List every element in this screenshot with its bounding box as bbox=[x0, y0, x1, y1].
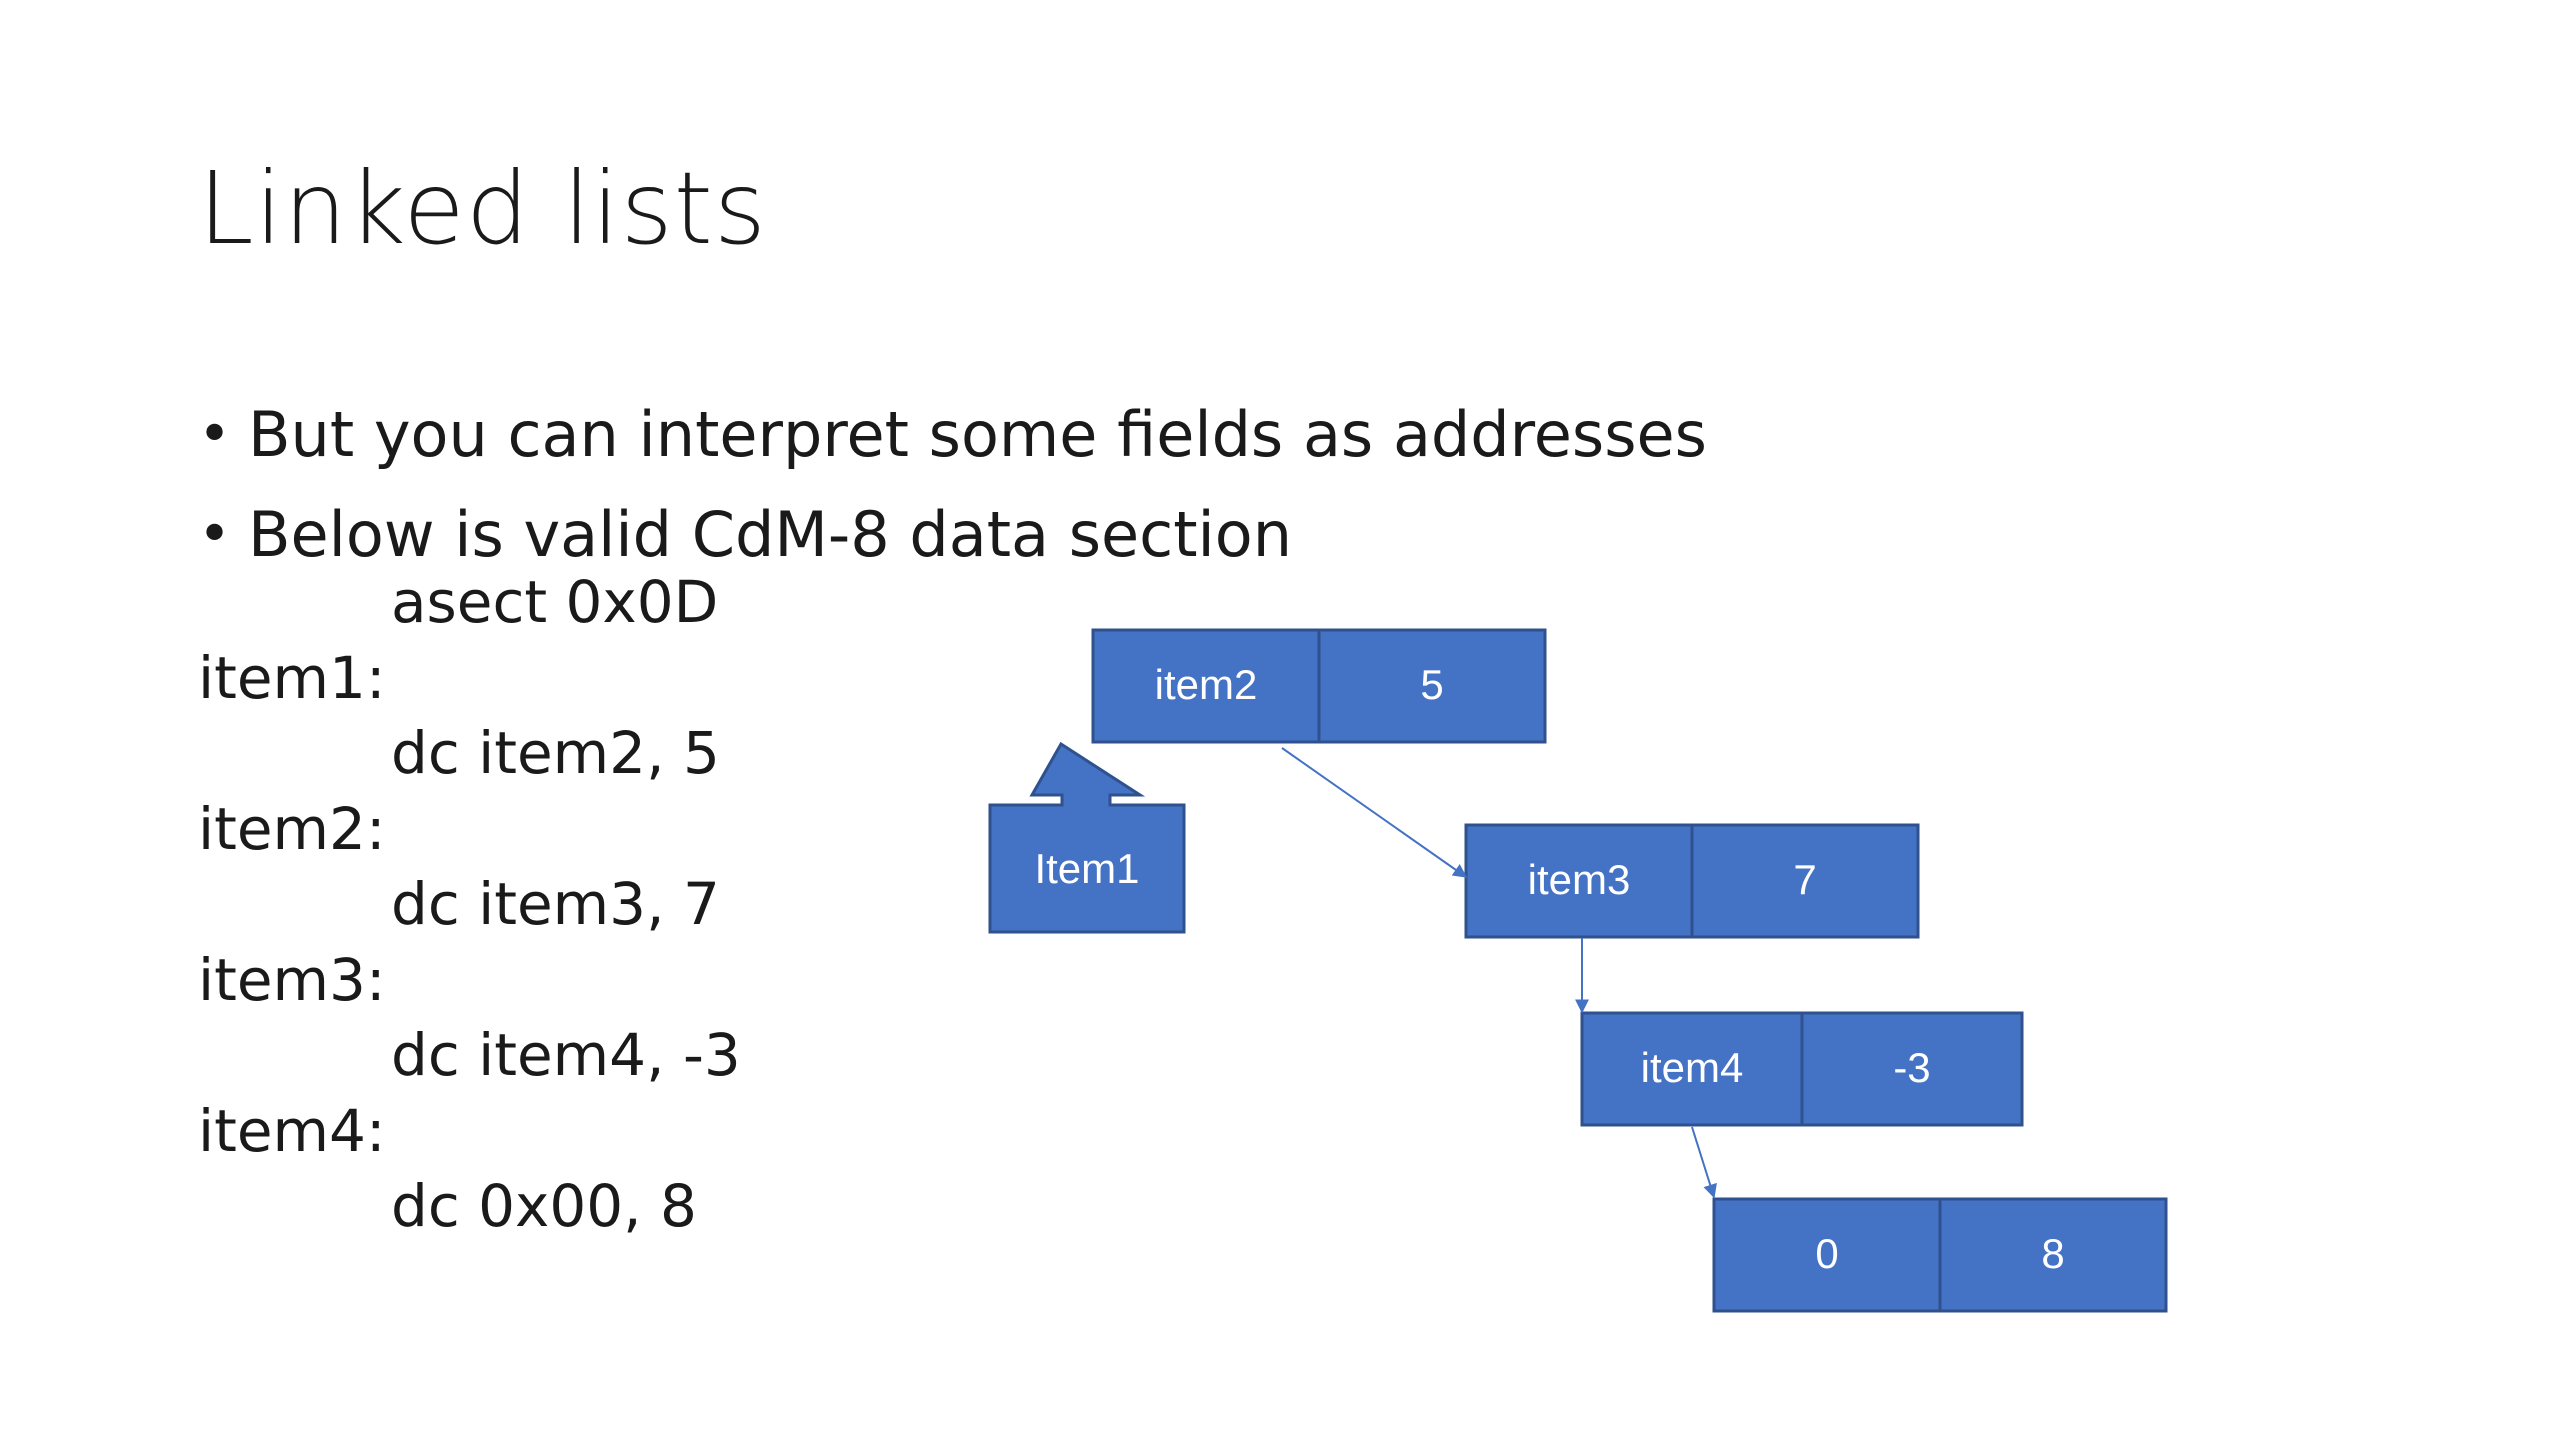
node4-value-text: 8 bbox=[2041, 1230, 2064, 1277]
pointer-label-text: Item1 bbox=[1034, 845, 1139, 892]
bullet-item: • But you can interpret some fields as a… bbox=[198, 385, 1707, 485]
bullet-text: Below is valid CdM-8 data section bbox=[248, 498, 1293, 571]
link-arrow-1-to-2 bbox=[1281, 747, 1468, 878]
slide-title: Linked lists bbox=[198, 150, 767, 267]
node3-value-cell bbox=[1800, 1011, 2024, 1127]
node4-address-cell bbox=[1712, 1197, 1942, 1313]
node2-address-cell bbox=[1464, 823, 1694, 939]
node2-address-text: item3 bbox=[1528, 856, 1631, 903]
node1-address-text: item2 bbox=[1155, 661, 1258, 708]
bullet-list: • But you can interpret some fields as a… bbox=[198, 385, 1707, 585]
code-line: dc item4, -3 bbox=[391, 1021, 741, 1089]
code-line: item1: bbox=[198, 644, 386, 712]
node3-address-text: item4 bbox=[1641, 1044, 1744, 1091]
code-line: item4: bbox=[198, 1097, 386, 1165]
code-line: item2: bbox=[198, 795, 386, 863]
node4-address-text: 0 bbox=[1815, 1230, 1838, 1277]
code-line: item3: bbox=[198, 946, 386, 1014]
bullet-item: • Below is valid CdM-8 data section bbox=[198, 485, 1707, 585]
code-line: dc 0x00, 8 bbox=[391, 1172, 697, 1240]
node4-value-cell bbox=[1938, 1197, 2168, 1313]
code-line: asect 0x0D bbox=[391, 568, 719, 636]
code-block: asect 0x0D item1: dc item2, 5 item2: dc … bbox=[198, 565, 741, 1244]
node3-value-text: -3 bbox=[1893, 1044, 1930, 1091]
pointer-arrow-shape bbox=[988, 741, 1186, 934]
code-line: dc item2, 5 bbox=[391, 719, 720, 787]
node2-value-cell bbox=[1690, 823, 1920, 939]
code-line: dc item3, 7 bbox=[391, 870, 720, 938]
node1-value-cell bbox=[1317, 628, 1547, 744]
link-arrow-3-to-4 bbox=[1691, 1126, 1717, 1199]
node1-address-cell bbox=[1091, 628, 1321, 744]
bullet-dot-icon: • bbox=[198, 502, 232, 567]
node2-value-text: 7 bbox=[1793, 856, 1816, 903]
node3-address-cell bbox=[1580, 1011, 1804, 1127]
node1-value-text: 5 bbox=[1420, 661, 1443, 708]
bullet-dot-icon: • bbox=[198, 402, 232, 467]
bullet-text: But you can interpret some fields as add… bbox=[248, 398, 1707, 471]
